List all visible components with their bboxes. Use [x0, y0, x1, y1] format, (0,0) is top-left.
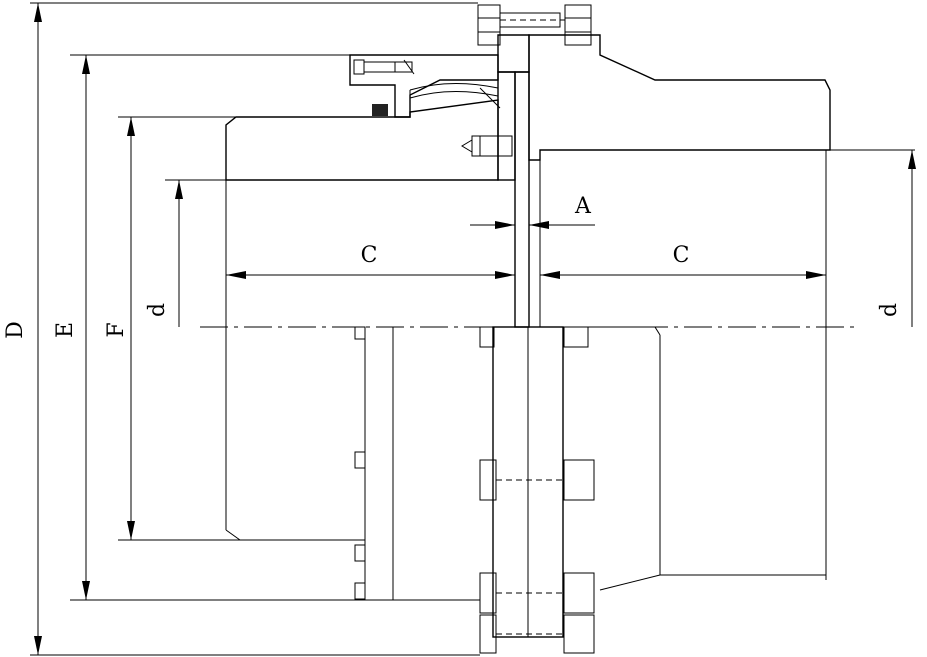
- center-flange: [461, 34, 530, 328]
- dim-label-D: D: [3, 321, 28, 339]
- bolt-3: [479, 572, 595, 614]
- dim-label-C-left: C: [361, 243, 378, 268]
- bolt-2: [479, 459, 595, 501]
- bolt-1: [479, 326, 589, 348]
- right-hub-section: [528, 34, 915, 580]
- bolt-4: [479, 614, 595, 654]
- dim-label-F: F: [104, 322, 129, 337]
- dimension-lines: [30, 2, 916, 656]
- dim-label-d-right: d: [877, 303, 902, 317]
- lower-outline: [364, 326, 826, 638]
- cover-screw: [353, 59, 415, 75]
- top-flange-bolt: [477, 4, 592, 46]
- dim-label-E: E: [53, 322, 78, 338]
- seal-cover: [349, 54, 501, 118]
- lower-bolts: [354, 326, 595, 654]
- left-hub-section: [225, 99, 515, 541]
- dim-label-A: A: [574, 194, 592, 219]
- dim-label-C-right: C: [673, 243, 690, 268]
- oil-seal: [372, 104, 388, 116]
- dim-label-d-left: d: [145, 303, 170, 317]
